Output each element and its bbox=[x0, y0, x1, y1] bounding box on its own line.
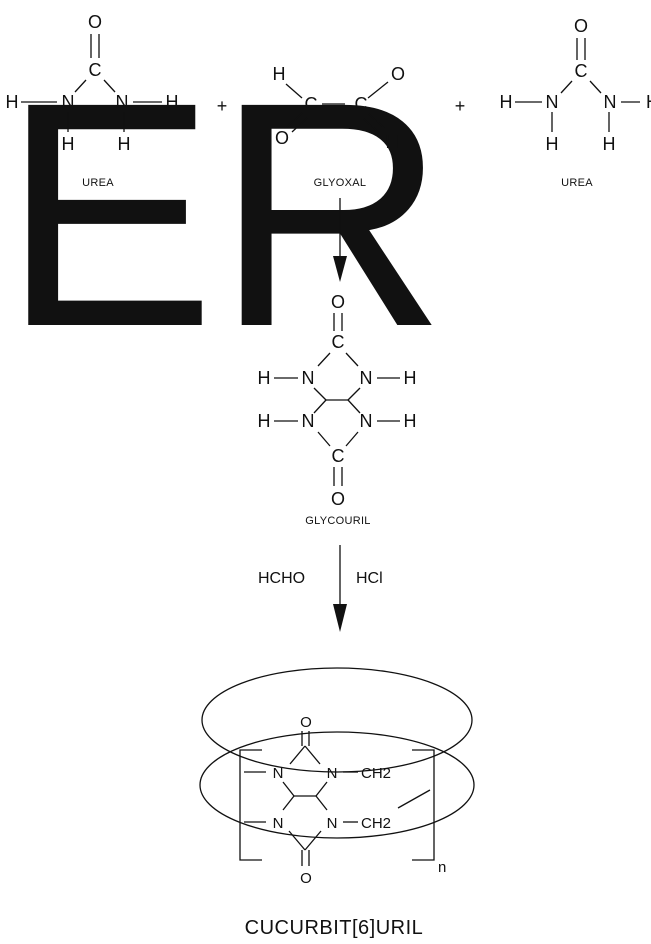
atom-o: O bbox=[300, 714, 312, 731]
atom-n: N bbox=[302, 411, 315, 431]
atom-c: C bbox=[332, 446, 345, 466]
plus-sign: + bbox=[217, 96, 228, 116]
methylene-group: CH2 bbox=[361, 815, 391, 832]
cucurbituril-structure: n O N N CH2 N N CH2 O bbox=[199, 667, 475, 887]
reaction-arrow bbox=[333, 198, 347, 282]
atom-n: N bbox=[360, 368, 373, 388]
urea-left-structure: O C N N H H H H bbox=[6, 12, 179, 154]
reaction-arrow bbox=[333, 545, 347, 632]
atom-n: N bbox=[116, 92, 129, 112]
glyoxal-structure: H C C O O H bbox=[273, 64, 406, 152]
atom-h: H bbox=[646, 92, 651, 112]
atom-n: N bbox=[327, 815, 338, 832]
atom-h: H bbox=[118, 134, 131, 154]
urea-right-structure: O C N N H H H H bbox=[500, 16, 651, 154]
methylene-group: CH2 bbox=[361, 765, 391, 782]
atom-h: H bbox=[273, 64, 286, 84]
atom-h: H bbox=[404, 411, 417, 431]
reagent-hcl: HCl bbox=[356, 570, 383, 587]
atom-n: N bbox=[604, 92, 617, 112]
atom-h: H bbox=[404, 368, 417, 388]
glycouril-label: GLYCOURIL bbox=[305, 515, 370, 527]
atom-h: H bbox=[166, 92, 179, 112]
urea-left-label: UREA bbox=[82, 177, 114, 189]
atom-h: H bbox=[546, 134, 559, 154]
atom-o: O bbox=[574, 16, 588, 36]
atom-h: H bbox=[386, 132, 399, 152]
atom-n: N bbox=[273, 815, 284, 832]
glyoxal-label: GLYOXAL bbox=[314, 177, 367, 189]
atom-h: H bbox=[500, 92, 513, 112]
atom-o: O bbox=[300, 870, 312, 887]
reagent-hcho: HCHO bbox=[258, 570, 305, 587]
atom-o: O bbox=[331, 292, 345, 312]
atom-h: H bbox=[62, 134, 75, 154]
urea-right-label: UREA bbox=[561, 177, 593, 189]
macrocycle-ring-top bbox=[201, 667, 473, 773]
atom-h: H bbox=[603, 134, 616, 154]
atom-c: C bbox=[89, 60, 102, 80]
atom-h: H bbox=[258, 411, 271, 431]
bracket-right bbox=[412, 749, 435, 861]
atom-n: N bbox=[273, 765, 284, 782]
atom-h: H bbox=[258, 368, 271, 388]
atom-c: C bbox=[355, 94, 368, 114]
atom-n: N bbox=[302, 368, 315, 388]
atom-c: C bbox=[332, 332, 345, 352]
atom-c: C bbox=[305, 94, 318, 114]
atom-o: O bbox=[275, 128, 289, 148]
repeat-subscript: n bbox=[438, 859, 446, 876]
atom-n: N bbox=[327, 765, 338, 782]
cucurbituril-label: CUCURBIT[6]URIL bbox=[245, 917, 424, 939]
atom-h: H bbox=[6, 92, 19, 112]
atom-n: N bbox=[62, 92, 75, 112]
glycouril-structure: O C N N H H N N H H C O bbox=[258, 292, 417, 509]
atom-n: N bbox=[546, 92, 559, 112]
atom-o: O bbox=[331, 489, 345, 509]
bracket-left bbox=[239, 749, 262, 861]
atom-n: N bbox=[360, 411, 373, 431]
atom-o: O bbox=[391, 64, 405, 84]
atom-c: C bbox=[575, 61, 588, 81]
atom-o: O bbox=[88, 12, 102, 32]
plus-sign: + bbox=[455, 96, 466, 116]
macrocycle-ring-bottom bbox=[199, 731, 475, 839]
